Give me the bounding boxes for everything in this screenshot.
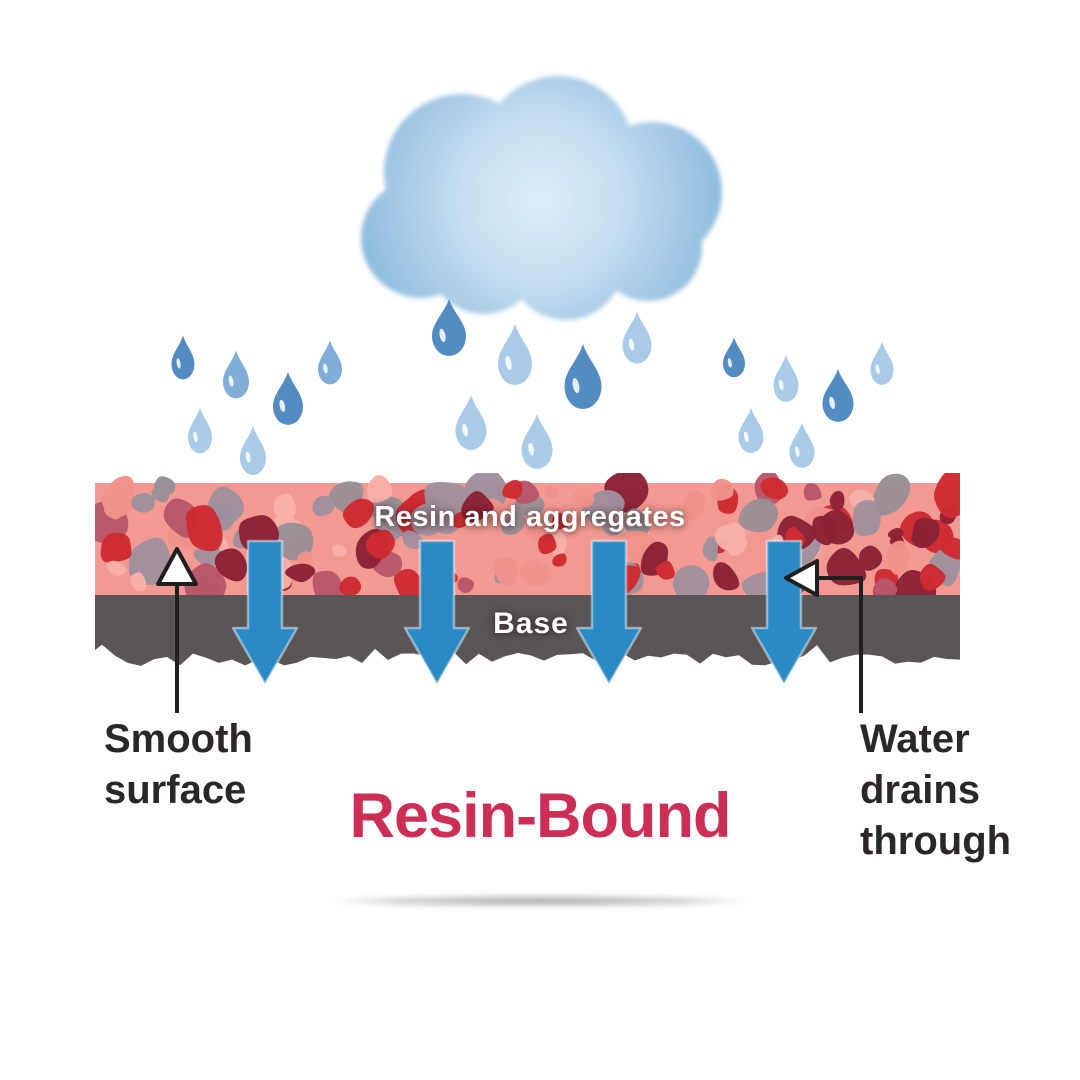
water-drains-line2: drains <box>860 768 981 812</box>
aggregate-pebbles <box>95 473 960 595</box>
base-layer <box>95 595 960 666</box>
base-label: Base <box>493 607 569 640</box>
water-drains-callout: Water drains through <box>860 714 1011 867</box>
resin-aggregates-label: Resin and aggregates <box>374 501 686 533</box>
water-drains-line3: through <box>860 819 1012 863</box>
raindrops <box>171 298 894 475</box>
smooth-surface-line2: surface <box>104 768 247 812</box>
water-drains-line1: Water <box>860 717 970 761</box>
smooth-surface-callout: Smooth surface <box>104 714 253 816</box>
ground-shadow-line <box>322 895 758 907</box>
water-drains-pointer-icon <box>784 559 863 713</box>
smooth-surface-line1: Smooth <box>104 717 253 761</box>
diagram-title: Resin-Bound <box>349 781 732 851</box>
smooth-surface-pointer-icon <box>156 547 198 713</box>
water-flow-arrows <box>231 539 818 686</box>
rain-cloud-icon <box>361 76 722 320</box>
